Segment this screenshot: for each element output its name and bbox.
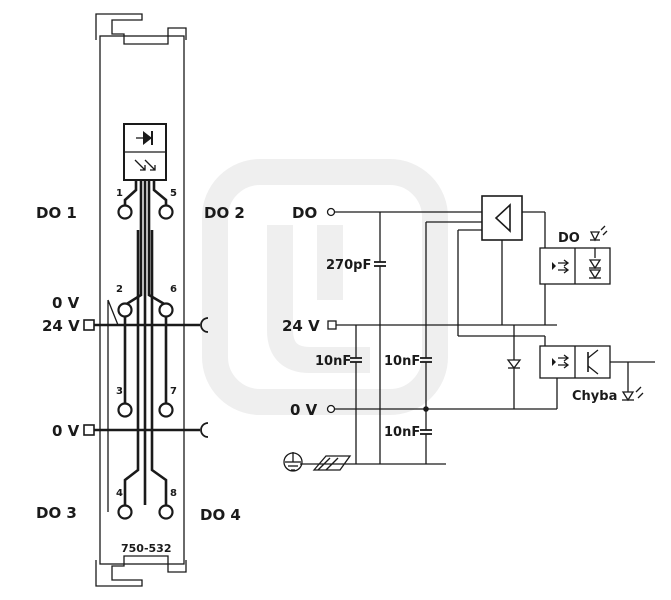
schematic-circuit (283, 195, 655, 472)
pin-4-terminal[interactable] (117, 504, 133, 520)
label-0v-bottom: 0 V (52, 422, 80, 440)
label-do1: DO 1 (36, 204, 77, 222)
capacitor-label-10nf-bottom: 10nF (384, 425, 420, 440)
internal-channel-wires (92, 180, 200, 512)
pin-2-terminal[interactable] (117, 302, 133, 318)
label-do3: DO 3 (36, 504, 77, 522)
led-indicator-block (123, 123, 167, 181)
power-jumper-contacts (83, 317, 209, 438)
pin-number-6: 6 (170, 284, 177, 295)
pin-7-terminal[interactable] (158, 402, 174, 418)
label-24v: 24 V (42, 317, 80, 335)
pin-1-terminal[interactable] (117, 204, 133, 220)
pin-number-3: 3 (116, 386, 123, 397)
capacitor-label-10nf-middle: 10nF (384, 354, 420, 369)
schematic-label-0v: 0 V (290, 401, 318, 419)
schematic-label-do: DO (292, 204, 317, 222)
capacitor-label-10nf-left: 10nF (315, 354, 351, 369)
do-led-label: DO (558, 231, 580, 246)
pin-number-2: 2 (116, 284, 123, 295)
watermark-logo (202, 159, 448, 415)
terminal-pins (117, 204, 174, 520)
pin-number-4: 4 (116, 488, 123, 499)
pin-number-1: 1 (116, 188, 123, 199)
label-do2: DO 2 (204, 204, 245, 222)
capacitor-label-270pf: 270pF (326, 258, 371, 273)
pin-3-terminal[interactable] (117, 402, 133, 418)
pin-8-terminal[interactable] (158, 504, 174, 520)
label-0v-top: 0 V (52, 294, 80, 312)
zero-v-contact-left (83, 424, 95, 436)
pin-number-5: 5 (170, 188, 177, 199)
pin-6-terminal[interactable] (158, 302, 174, 318)
pin-number-8: 8 (170, 488, 177, 499)
pin-number-7: 7 (170, 386, 177, 397)
zero-v-contact-right (200, 422, 209, 438)
part-number: 750-532 (121, 542, 172, 555)
module-housing (95, 13, 187, 587)
v24-contact-left (83, 319, 95, 331)
label-do4: DO 4 (200, 506, 241, 524)
v24-contact-right (200, 317, 209, 333)
pin-5-terminal[interactable] (158, 204, 174, 220)
error-led-label: Chyba (572, 389, 617, 404)
schematic-label-24v: 24 V (282, 317, 320, 335)
